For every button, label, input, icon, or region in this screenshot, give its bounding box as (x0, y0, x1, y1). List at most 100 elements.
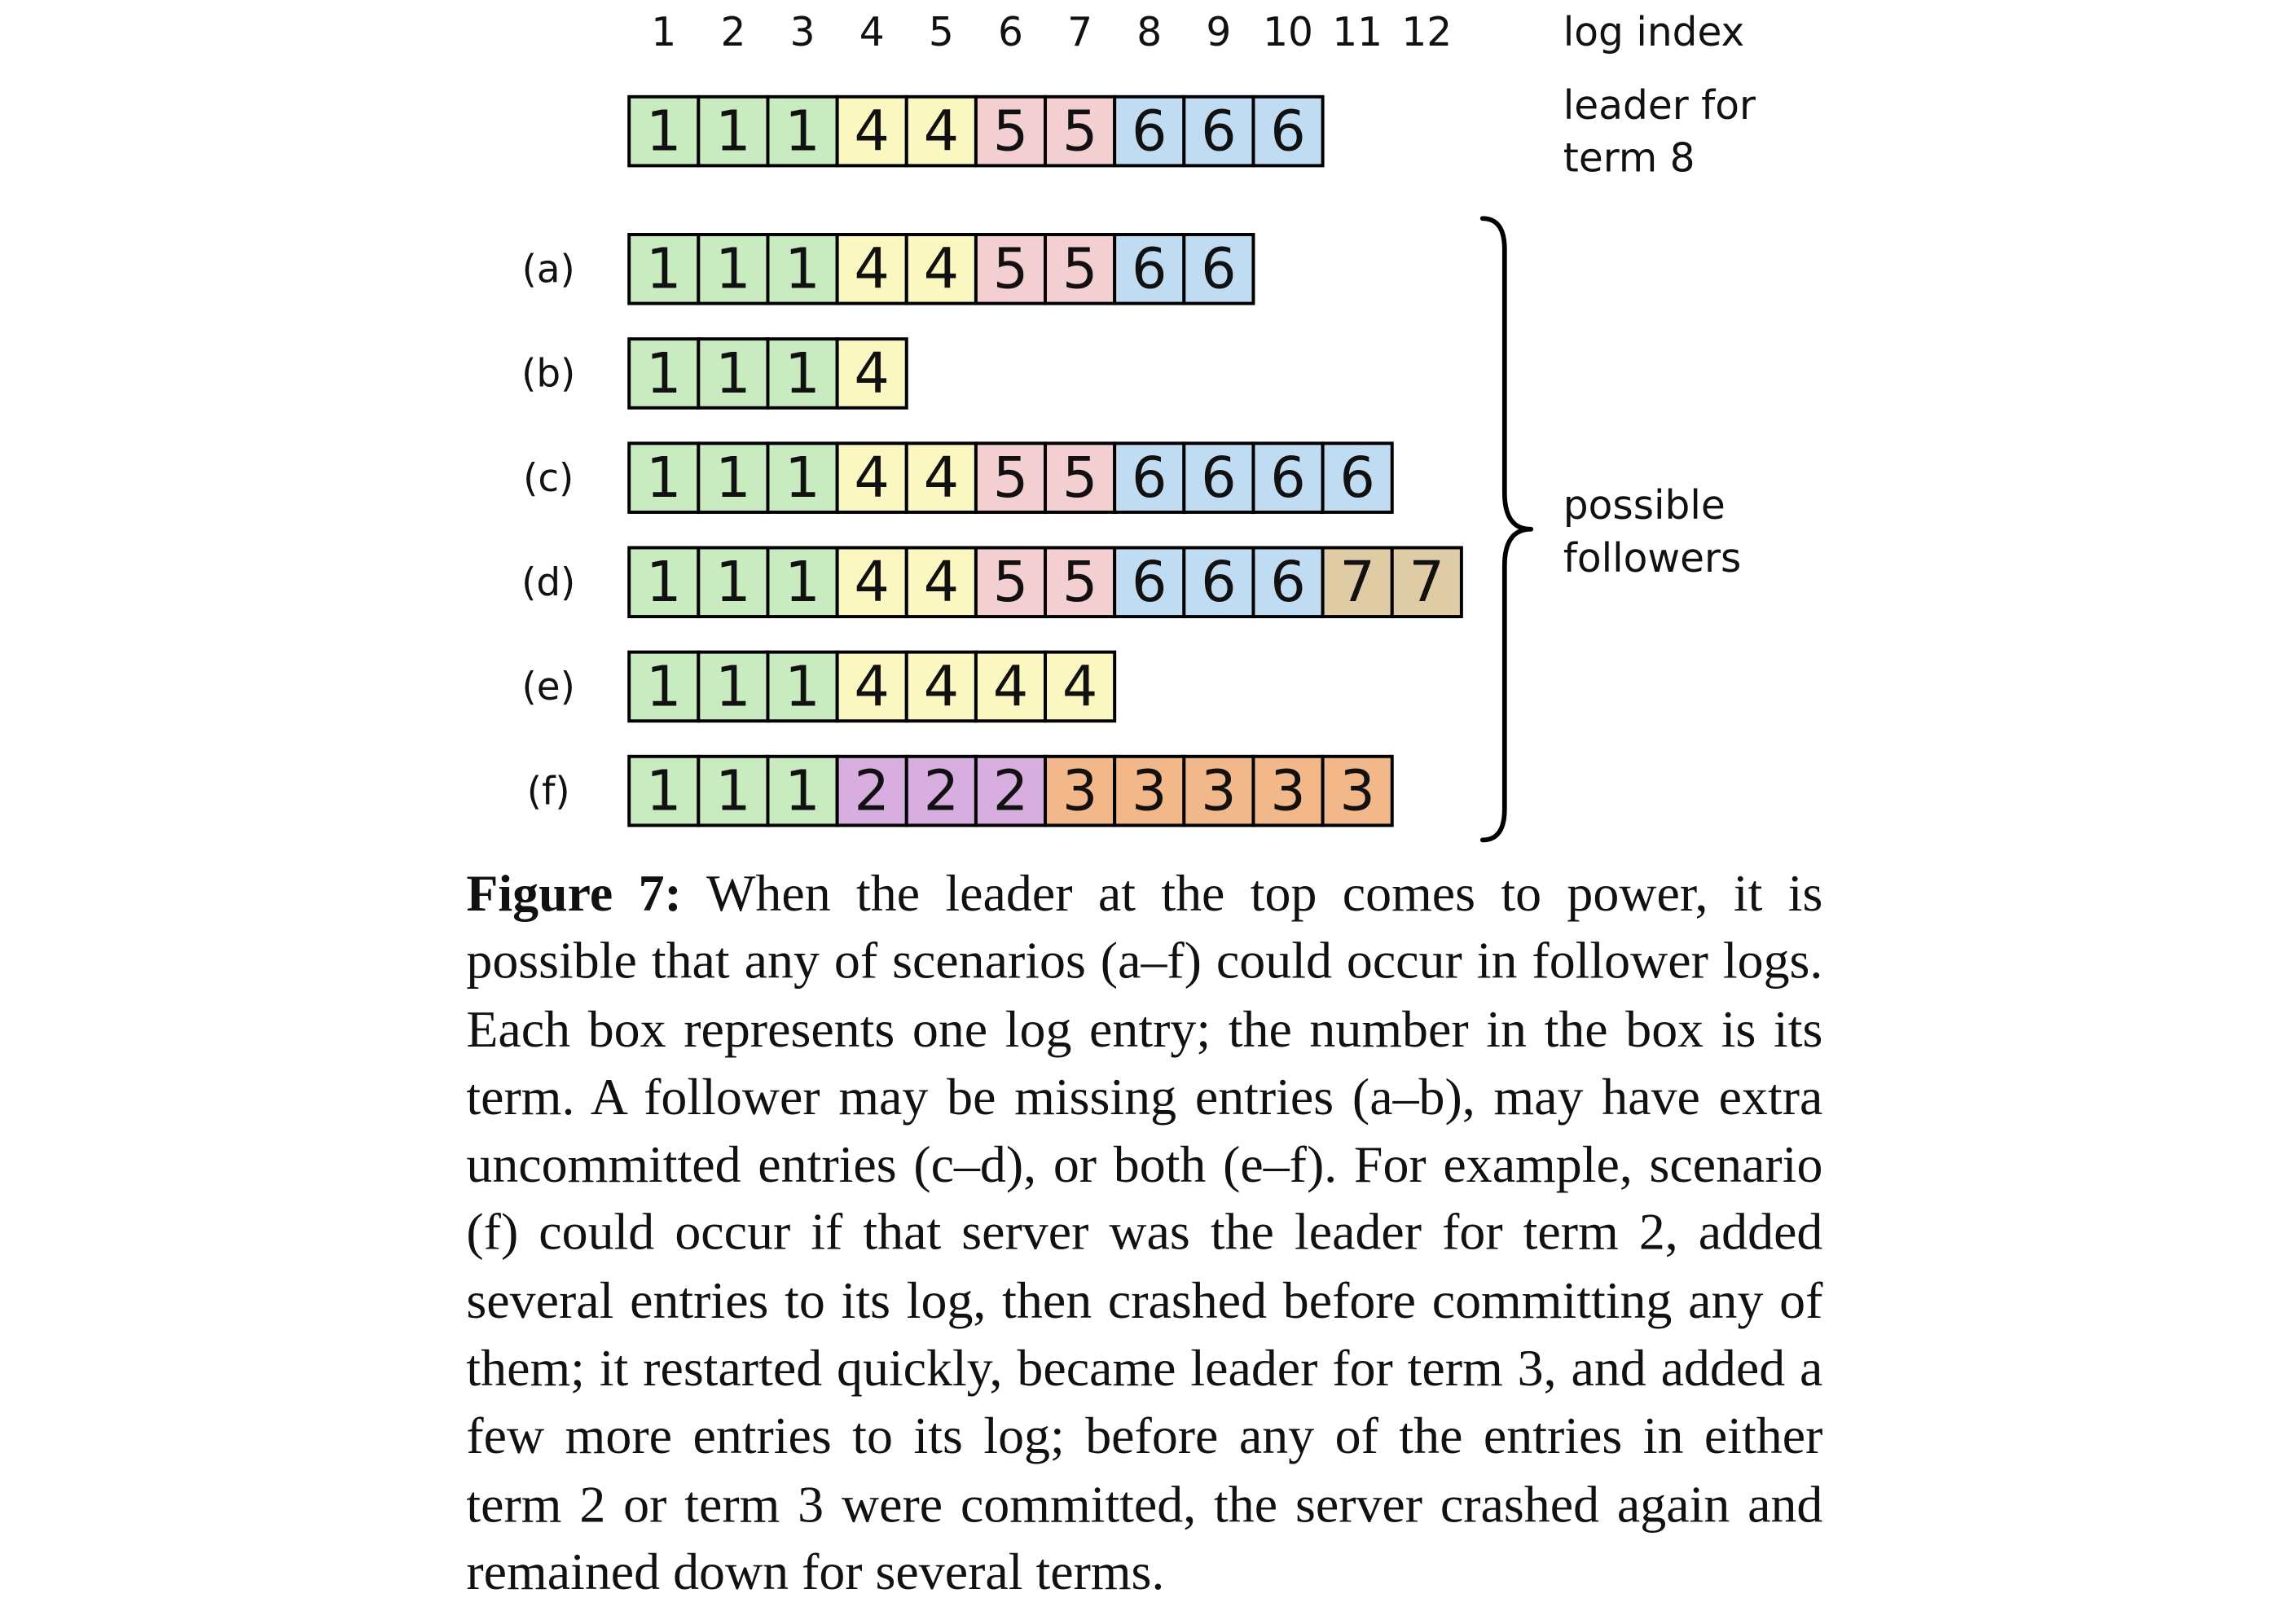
follower-f-entry-box (697, 754, 770, 827)
leader-log-entry-box (1182, 94, 1255, 168)
follower-f-entry-box (835, 754, 908, 827)
follower-d-entry-term: 1 (785, 551, 820, 615)
follower-f-entry-box (1321, 754, 1394, 827)
follower-a-entry-7: 5 (1044, 233, 1117, 305)
follower-d-entry-12: 7 (1390, 546, 1463, 619)
follower-d-entry-1: 1 (627, 546, 701, 619)
follower-e-entry-term: 4 (854, 655, 890, 719)
log-index-10: 10 (1263, 10, 1313, 55)
leader-log-entry-box (1251, 94, 1325, 168)
follower-c-entry-term: 5 (1062, 446, 1098, 511)
follower-e-entry-4: 4 (835, 650, 908, 723)
follower-f-entry-3: 1 (766, 754, 839, 827)
follower-e-entry-box (835, 650, 908, 723)
follower-d-entry-box (766, 546, 839, 619)
follower-f-entry-term: 1 (715, 760, 751, 824)
follower-f-entry-term: 3 (1270, 760, 1306, 824)
follower-d-entry-box (835, 546, 908, 619)
leader-log-entry-term: 1 (646, 100, 682, 165)
leader-log-entry-term: 4 (924, 100, 960, 165)
log-index-5: 5 (929, 10, 954, 55)
follower-e-entry-term: 4 (1062, 655, 1098, 719)
follower-c-entry-6: 5 (974, 441, 1048, 514)
follower-c-entry-term: 6 (1132, 446, 1167, 511)
leader-log-entry-1: 1 (627, 94, 701, 168)
follower-c-entry-2: 1 (697, 441, 770, 514)
leader-label-line-1: leader for (1563, 83, 1756, 129)
follower-f-entry-7: 3 (1044, 754, 1117, 827)
follower-e-entry-3: 1 (766, 650, 839, 723)
leader-log-entry-term: 1 (785, 100, 820, 165)
leader-log-entry-box (904, 94, 978, 168)
leader-log-entry-7: 5 (1044, 94, 1117, 168)
follower-e-entry-box (904, 650, 978, 723)
follower-a-entry-box (766, 233, 839, 305)
log-index-label: log index (1563, 10, 1744, 55)
follower-d-entry-2: 1 (697, 546, 770, 619)
leader-log-entry-box (766, 94, 839, 168)
follower-d-entry-9: 6 (1182, 546, 1255, 619)
follower-c-entry-box (974, 441, 1048, 514)
follower-label-a: (a) (522, 248, 575, 292)
follower-a-entry-box (1182, 233, 1255, 305)
follower-e-entry-7: 4 (1044, 650, 1117, 723)
follower-a-entry-term: 5 (993, 238, 1029, 302)
follower-d-entry-3: 1 (766, 546, 839, 619)
follower-e-entry-box (697, 650, 770, 723)
follower-a-entry-box (835, 233, 908, 305)
log-index-8: 8 (1136, 10, 1162, 55)
followers-brace (1479, 216, 1534, 843)
follower-d-entry-box (697, 546, 770, 619)
log-index-2: 2 (720, 10, 745, 55)
follower-d-entry-term: 5 (1062, 551, 1098, 615)
follower-a-entry-term: 5 (1062, 238, 1098, 302)
follower-f-entry-term: 2 (854, 760, 890, 824)
follower-b-entry-box (627, 337, 701, 410)
follower-f-entry-term: 2 (993, 760, 1029, 824)
follower-f-entry-box (1044, 754, 1117, 827)
follower-f-entry-1: 1 (627, 754, 701, 827)
follower-f-entry-box (974, 754, 1048, 827)
follower-d-entry-term: 6 (1132, 551, 1167, 615)
leader-log-entry-box (1044, 94, 1117, 168)
follower-e-entry-1: 1 (627, 650, 701, 723)
follower-d-entry-11: 7 (1321, 546, 1394, 619)
leader-log-entry-term: 1 (715, 100, 751, 165)
follower-label-b: (b) (521, 353, 575, 397)
leader-log-entry-term: 6 (1270, 100, 1306, 165)
figure-caption: Figure 7: When the leader at the top com… (466, 859, 1822, 1606)
follower-b-entry-3: 1 (766, 337, 839, 410)
follower-c-entry-term: 4 (854, 446, 890, 511)
leader-log-entry-box (627, 94, 701, 168)
follower-e-entry-5: 4 (904, 650, 978, 723)
follower-f-entry-term: 2 (924, 760, 960, 824)
log-index-7: 7 (1067, 10, 1092, 55)
leader-log-entry-9: 6 (1182, 94, 1255, 168)
follower-label-c: (c) (523, 457, 574, 501)
follower-d-entry-box (1113, 546, 1186, 619)
follower-c-entry-7: 5 (1044, 441, 1117, 514)
leader-log-entry-box (1113, 94, 1186, 168)
leader-log-entry-term: 6 (1201, 100, 1237, 165)
follower-c-entry-term: 6 (1201, 446, 1237, 511)
follower-d-entry-term: 1 (646, 551, 682, 615)
leader-log-entry-6: 5 (974, 94, 1048, 168)
follower-f-entry-box (766, 754, 839, 827)
log-index-3: 3 (790, 10, 815, 55)
follower-e-entry-box (627, 650, 701, 723)
follower-f-entry-term: 1 (646, 760, 682, 824)
follower-f-entry-term: 1 (785, 760, 820, 824)
follower-c-entry-term: 1 (785, 446, 820, 511)
follower-c-entry-5: 4 (904, 441, 978, 514)
follower-f-entry-term: 3 (1201, 760, 1237, 824)
follower-a-entry-term: 4 (924, 238, 960, 302)
follower-d-entry-term: 7 (1409, 551, 1445, 615)
follower-c-entry-box (697, 441, 770, 514)
follower-e-entry-term: 4 (993, 655, 1029, 719)
follower-c-entry-3: 1 (766, 441, 839, 514)
follower-b-entry-term: 1 (715, 342, 751, 406)
